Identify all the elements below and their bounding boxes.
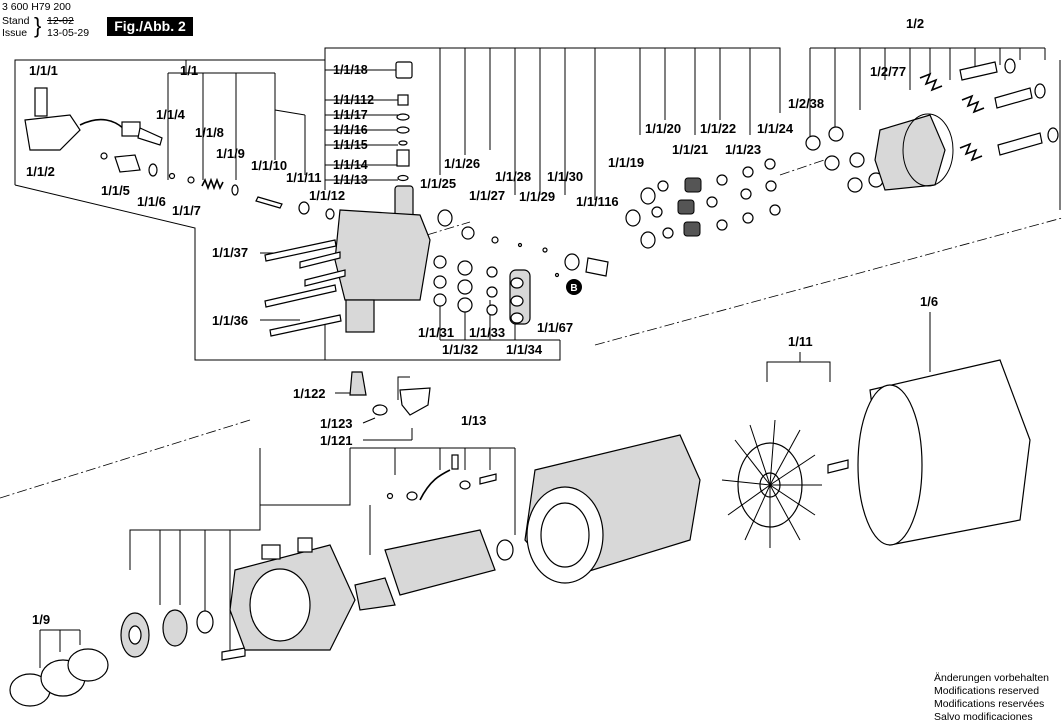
callout-1-121: 1/121 [320,433,353,448]
piston-housing-part [874,114,946,191]
pump-head-part [334,209,431,301]
note-es: Salvo modificaciones [934,711,1033,723]
callout-1-1-8: 1/1/8 [195,125,224,140]
callout-1-1-31: 1/1/31 [418,325,454,340]
rod-part [255,196,283,209]
callout-1-1: 1/1 [180,63,198,78]
callout-1-123: 1/123 [320,416,353,431]
hose-fitting-part [121,121,141,137]
callout-1-1-30: 1/1/30 [547,169,583,184]
callout-1-1-11: 1/1/11 [286,170,321,185]
callout-1-1-7: 1/1/7 [172,203,201,218]
callout-1-1-23: 1/1/23 [725,142,761,157]
callout-1-13: 1/13 [461,413,486,428]
group-1-1-frame [14,47,781,361]
figure-label: Fig./Abb. 2 [107,17,193,36]
callout-1-1-15: 1/1/15 [333,138,368,152]
callout-1-1-26: 1/1/26 [444,156,480,171]
callout-1-1-10: 1/1/10 [251,158,287,173]
valve-part [114,154,141,173]
spring-1-part [919,72,943,92]
callout-1-1-33: 1/1/33 [469,325,505,340]
group-1-2-frame [809,47,1061,210]
callout-1-1-28: 1/1/28 [495,169,531,184]
spring-part [201,177,224,191]
callout-1-2-38: 1/2/38 [788,96,824,111]
document-number: 3 600 H79 200 [2,1,71,13]
inlet-thread-part [345,299,375,333]
stand-label: Stand [2,15,30,27]
callout-1-1-1: 1/1/1 [29,63,58,78]
callout-1-1-116: 1/1/116 [576,194,619,209]
switch-plug-part [34,87,48,117]
callout-1-1-9: 1/1/9 [216,146,245,161]
nozzle-parts [349,371,431,416]
callout-1-1-18: 1/1/18 [333,63,368,77]
callout-1-1-112: 1/1/112 [333,93,374,107]
callout-1-1-24: 1/1/24 [757,121,794,136]
nozzle-part [349,371,367,396]
callout-1-1-32: 1/1/32 [442,342,478,357]
callout-1-2-77: 1/2/77 [870,64,906,79]
callout-1-1-6: 1/1/6 [137,194,166,209]
callout-1-2: 1/2 [906,16,924,31]
callout-1-1-36: 1/1/36 [212,313,248,328]
callout-1-1-22: 1/1/22 [700,121,736,136]
callout-1-1-2: 1/1/2 [26,164,55,179]
callout-1-1-4: 1/1/4 [156,107,186,122]
callout-1-1-19: 1/1/19 [608,155,644,170]
callout-1-1-67: 1/1/67 [537,320,573,335]
marker-b-label: B [570,283,577,294]
document-header: 3 600 H79 200 Stand 12-02 Issue 13-05-29… [0,0,200,40]
callout-1-1-25: 1/1/25 [420,176,456,191]
callout-1-1-29: 1/1/29 [519,189,555,204]
note-de: Änderungen vorbehalten [934,672,1050,684]
callout-1-1-37: 1/1/37 [212,245,248,260]
pressure-switch-part [24,114,81,151]
stand-value: 12-02 [47,15,74,27]
callout-1-1-20: 1/1/20 [645,121,681,136]
motor-parts [9,359,1031,707]
piston-housing-parts [805,58,1059,193]
callout-1-1-27: 1/1/27 [469,188,505,203]
piston-row-parts [625,158,781,249]
callout-1-1-5: 1/1/5 [101,183,130,198]
callout-1-1-14: 1/1/14 [333,158,368,172]
assembly-axis-lines [0,157,1063,499]
pump-parts: B [24,61,781,337]
callout-1-1-12: 1/1/12 [309,188,345,203]
cap-part [395,61,413,79]
armature-part [384,529,496,596]
header-brace: } [34,13,42,38]
callout-1-1-34: 1/1/34 [506,342,543,357]
group-motor-frame [39,312,931,668]
fan-blades [721,419,822,548]
marker-b-circle [566,279,582,295]
callout-1-122: 1/122 [293,386,326,401]
callout-1-11: 1/11 [788,334,813,349]
issue-value: 13-05-29 [47,27,90,39]
callout-1-9: 1/9 [32,612,50,627]
callout-1-1-13: 1/1/13 [333,173,368,187]
callout-1-1-17: 1/1/17 [333,108,368,122]
issue-label: Issue [2,27,28,39]
valve-row-parts [433,209,609,325]
note-fr: Modifications reservées [934,698,1045,710]
modification-notes: Änderungen vorbehalten Modifications res… [934,672,1062,724]
callout-1-1-21: 1/1/21 [672,142,708,157]
note-en: Modifications reserved [934,685,1040,697]
adapter-part [399,387,431,416]
callout-1-6: 1/6 [920,294,938,309]
callout-labels: 1/1 1/1/1 1/1/2 1/1/4 1/1/5 1/1/6 1/1/7 … [26,16,938,627]
callout-1-1-16: 1/1/16 [333,123,368,137]
